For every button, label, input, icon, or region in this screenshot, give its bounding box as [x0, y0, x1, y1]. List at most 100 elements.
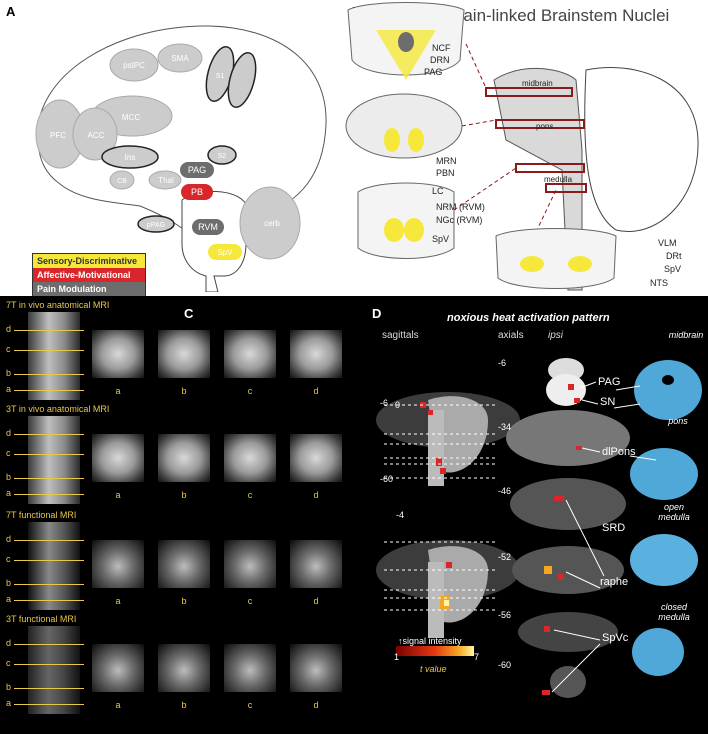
label-thal: Thal — [158, 176, 174, 185]
label-spv-b: SpV — [432, 234, 449, 244]
slice-tick-label: d — [6, 428, 11, 438]
slice-tick-label: d — [6, 638, 11, 648]
slice-line — [14, 350, 84, 351]
row3-title: 7T functional MRI — [6, 510, 76, 520]
slice-tick-label: a — [6, 384, 11, 394]
panel-d-title: noxious heat activation pattern — [447, 312, 610, 324]
slice-line — [14, 374, 84, 375]
colorbar-unit: t value — [420, 664, 447, 674]
legend-modulation: Pain Modulation — [33, 282, 145, 296]
slice-tick-label: d — [6, 324, 11, 334]
row1-sagittal — [28, 312, 80, 400]
label-ncf: NCF — [432, 43, 451, 53]
axial-level-label: -60 — [498, 660, 511, 670]
thumbnail-label: c — [224, 700, 276, 710]
row1-title: 7T in vivo anatomical MRI — [6, 300, 109, 310]
sag-tick-0: 0 — [395, 400, 400, 410]
label-cerb: cerb — [264, 219, 280, 228]
slice-line — [14, 584, 84, 585]
brainstem-nuclei-diagram: NCF DRN PAG MRN PBN LC NRM (RVM) NGc (RV… — [336, 0, 708, 296]
label-spv-lower: SpV — [664, 264, 681, 274]
thumbnail-label: d — [290, 490, 342, 500]
axial-thumbnail — [92, 434, 144, 482]
slice-tick-label: b — [6, 578, 11, 588]
row4-title: 3T functional MRI — [6, 614, 76, 624]
axial-level-label: -56 — [498, 610, 511, 620]
slice-line — [14, 454, 84, 455]
sag-tick-minus6: -6 — [380, 398, 388, 408]
legend-sensory: Sensory-Discriminative — [33, 254, 145, 268]
axial-level-label: -46 — [498, 486, 511, 496]
histology-label: midbrain — [660, 330, 708, 340]
panel-c-letter: C — [184, 306, 193, 321]
slice-line — [14, 390, 84, 391]
histology-label: pons — [652, 416, 704, 426]
histology-label: open medulla — [648, 502, 700, 522]
label-spv: SpV — [217, 248, 233, 257]
colorbar-gradient — [396, 646, 474, 656]
histology-label: closed medulla — [648, 602, 700, 622]
label-cb: CB — [117, 178, 127, 185]
thumbnail-label: c — [224, 386, 276, 396]
slice-line — [14, 330, 84, 331]
label-drt: DRt — [666, 251, 682, 261]
slice-tick-label: b — [6, 682, 11, 692]
structure-label: SpVc — [602, 632, 628, 644]
label-pag: PAG — [188, 165, 206, 175]
axial-thumbnail — [224, 434, 276, 482]
activation-map — [368, 340, 708, 734]
slice-line — [14, 600, 84, 601]
panel-a-legend: Sensory-Discriminative Affective-Motivat… — [32, 253, 146, 297]
mri-figure-area: C 7T in vivo anatomical MRI 3T in vivo a… — [0, 296, 708, 734]
structure-label: SRD — [602, 522, 625, 534]
label-drn: DRN — [430, 55, 450, 65]
slice-line — [14, 434, 84, 435]
label-mrn: MRN — [436, 156, 457, 166]
label-ngc: NGc (RVM) — [436, 215, 482, 225]
slice-tick-label: a — [6, 594, 11, 604]
structure-label: raphe — [600, 576, 628, 588]
thumbnail-label: d — [290, 700, 342, 710]
thumbnail-label: a — [92, 596, 144, 606]
slice-tick-label: a — [6, 488, 11, 498]
label-mcc: MCC — [122, 113, 140, 122]
slice-tick-label: c — [6, 344, 11, 354]
row2-title: 3T in vivo anatomical MRI — [6, 404, 109, 414]
legend-affective: Affective-Motivational — [33, 268, 145, 282]
label-acc: ACC — [88, 131, 105, 140]
label-pag-b: PAG — [424, 67, 442, 77]
thumbnail-label: a — [92, 386, 144, 396]
label-pb: PB — [191, 187, 203, 197]
label-level-pons: pons — [536, 122, 553, 131]
axial-thumbnail — [158, 330, 210, 378]
axial-thumbnail — [158, 540, 210, 588]
slice-line — [14, 540, 84, 541]
slice-line — [14, 478, 84, 479]
structure-label: dlPons — [602, 446, 636, 458]
axial-thumbnail — [158, 434, 210, 482]
slice-line — [14, 664, 84, 665]
thumbnail-label: a — [92, 700, 144, 710]
label-sma: SMA — [171, 54, 189, 63]
axial-thumbnail — [290, 330, 342, 378]
thumbnail-label: d — [290, 386, 342, 396]
slice-line — [14, 494, 84, 495]
axial-thumbnail — [158, 644, 210, 692]
sag-tick-minus4: -4 — [396, 510, 404, 520]
row4-sagittal — [28, 626, 80, 714]
structure-label: SN — [600, 396, 615, 408]
axial-level-label: -34 — [498, 422, 511, 432]
label-vlm: VLM — [658, 238, 677, 248]
axial-level-label: -52 — [498, 552, 511, 562]
brain-sagittal-diagram: pstPC SMA MCC PFC ACC Ins Thal CB pPAG P… — [10, 14, 330, 292]
slice-tick-label: c — [6, 448, 11, 458]
sag-tick-minus60: -60 — [380, 474, 393, 484]
axial-thumbnail — [290, 434, 342, 482]
label-level-midbrain: midbrain — [522, 79, 553, 88]
structure-label: PAG — [598, 376, 620, 388]
axial-level-label: -6 — [498, 358, 506, 368]
label-ppag: pPAG — [147, 222, 165, 229]
slice-tick-label: c — [6, 554, 11, 564]
thumbnail-label: b — [158, 700, 210, 710]
axial-thumbnail — [290, 644, 342, 692]
